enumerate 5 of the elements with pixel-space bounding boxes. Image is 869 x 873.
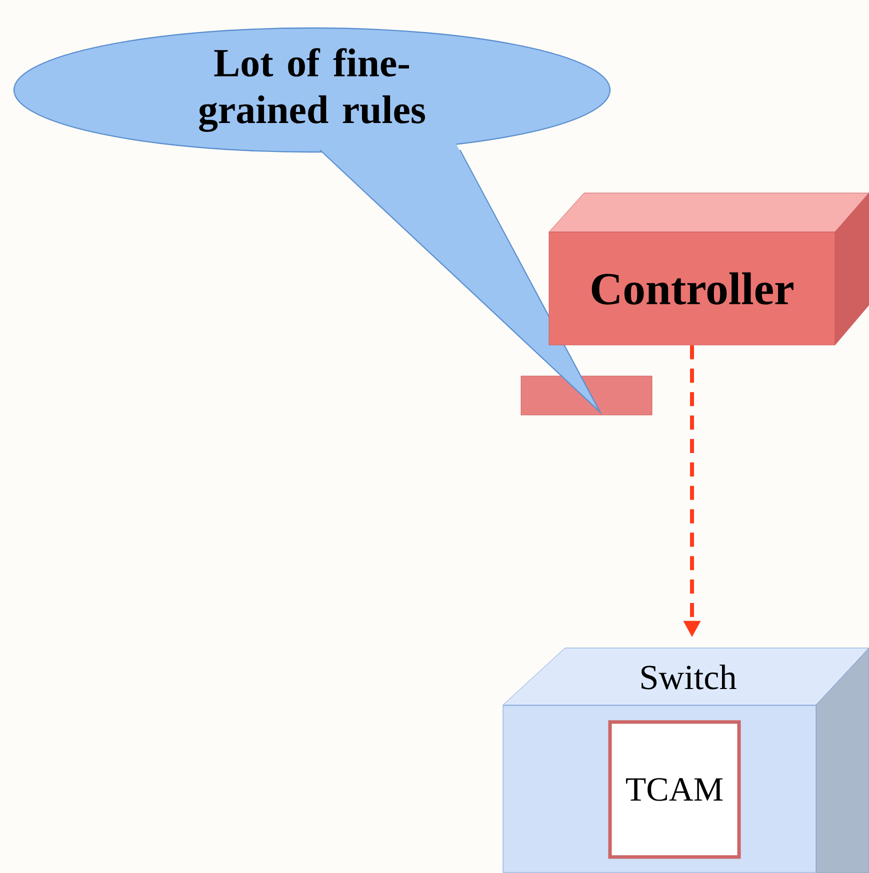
controller-box: Controller bbox=[548, 192, 869, 346]
memory-box: TCAM bbox=[608, 720, 741, 859]
rule-bar bbox=[520, 376, 652, 416]
node-label: Switch bbox=[642, 664, 736, 690]
node-label: Lot of fine-grained rules bbox=[199, 48, 425, 132]
